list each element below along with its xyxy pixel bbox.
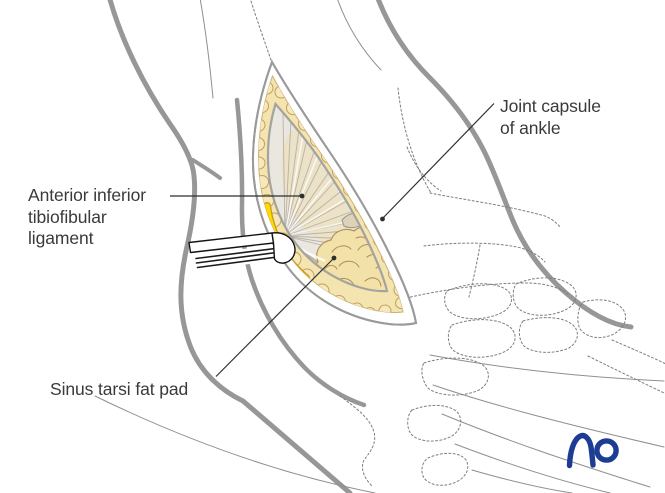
right-ankle-contour [375,0,634,330]
label-tibiofibular-line2: tibiofibular [28,206,107,227]
incision-marking-line [250,0,272,61]
malleolus-branch [191,158,222,180]
metatarsal-line [429,354,665,382]
retractor [188,232,296,271]
label-joint-capsule: Joint capsule of ankle [500,96,601,139]
metatarsal-line [432,384,665,448]
inner-leg-contour [234,97,367,408]
metatarsal-line [454,443,611,493]
metatarsal-line [471,469,573,493]
label-tibiofibular-ligament: Anterior inferior tibiofibular ligament [28,185,146,250]
label-sinus-tarsi-text: Sinus tarsi fat pad [50,379,189,399]
label-sinus-tarsi: Sinus tarsi fat pad [50,379,188,401]
capsule-cut-edge [266,101,389,293]
dotted-bone-outlines [250,0,665,487]
leg-foot-contours [107,0,634,493]
incision-outline [251,59,418,326]
retractor-hook-tip [271,232,296,264]
leader-dot-sinus-tarsi [331,255,337,261]
ao-logo: AO [566,432,619,469]
left-leg-contour [107,0,353,493]
metatarsal-line [441,413,651,488]
label-joint-capsule-line1: Joint capsule [500,96,601,116]
thin-sketch-lines [94,0,665,493]
label-tibiofibular-line1: Anterior inferior [28,185,146,205]
leader-joint-capsule [382,103,495,219]
ao-logo-letter-o [594,438,619,463]
leader-lines [170,103,495,377]
ao-logo-letter-a [566,432,596,469]
label-tibiofibular-line3: ligament [28,228,94,248]
incision [251,59,418,326]
leader-sinus-tarsi [215,258,334,377]
label-joint-capsule-line2: of ankle [500,117,561,138]
leader-dot-tibiofibular [299,193,305,199]
leader-dot-joint-capsule [380,216,385,222]
